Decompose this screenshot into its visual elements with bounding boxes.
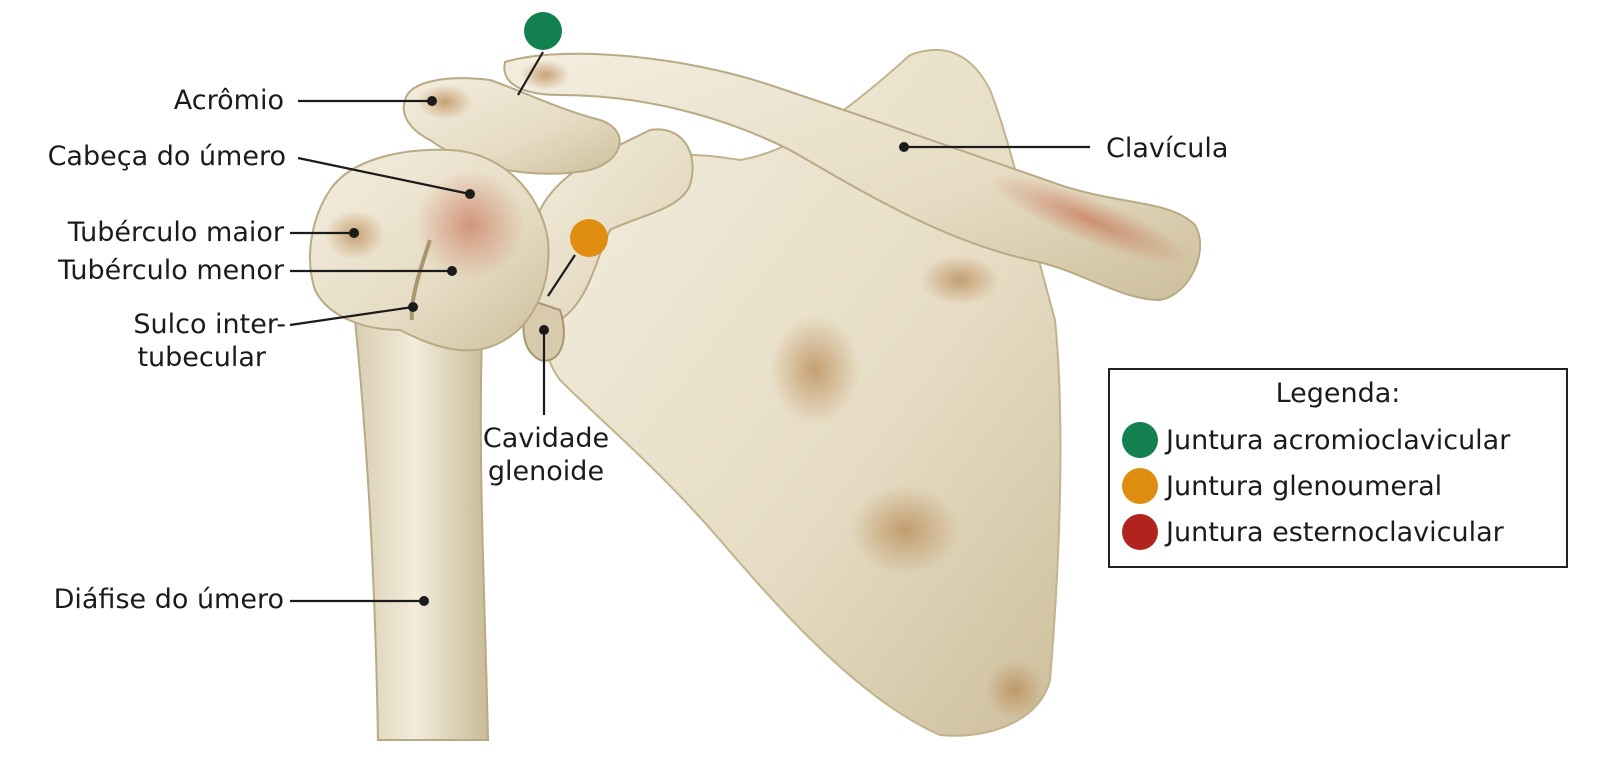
acromioclavicular-joint-marker [524,12,562,50]
endpoint-cavidade [539,325,549,335]
endpoint-diafise [419,596,429,606]
legend-item-acromioclavicular: Juntura acromioclavicular [1122,420,1510,460]
label-acromio: Acrômio [100,85,284,117]
legend-label-acromioclavicular: Juntura acromioclavicular [1166,425,1510,456]
label-diafise-do-umero: Diáfise do úmero [4,584,284,616]
legend-dot-glenoumeral [1122,468,1158,504]
label-tuberculo-menor: Tubérculo menor [4,255,284,287]
label-clavicula: Clavícula [1106,133,1228,165]
endpoint-tuberculo-maior [349,228,359,238]
label-sulco-line1: Sulco inter- [60,309,286,341]
glenohumeral-joint-marker [570,219,608,257]
label-cavidade-line2: glenoide [466,456,626,488]
legend-label-esternoclavicular: Juntura esternoclavicular [1166,517,1504,548]
legend-item-glenoumeral: Juntura glenoumeral [1122,466,1442,506]
label-tuberculo-maior: Tubérculo maior [4,217,284,249]
legend-dot-esternoclavicular [1122,514,1158,550]
legend-item-esternoclavicular: Juntura esternoclavicular [1122,512,1504,552]
label-cabeca-do-umero: Cabeça do úmero [4,141,286,173]
label-sulco-line2: tubecular [60,342,266,374]
endpoint-clavicula [899,142,909,152]
legend-box: Legenda: Juntura acromioclavicular Juntu… [1108,368,1568,568]
label-cavidade-line1: Cavidade [466,423,626,455]
legend-title: Legenda: [1110,378,1566,409]
endpoint-tuberculo-menor [447,266,457,276]
humerus-shaft-shape [355,320,488,740]
endpoint-sulco [408,302,418,312]
endpoint-cabeca [465,189,475,199]
legend-dot-acromioclavicular [1122,422,1158,458]
endpoint-acromio [427,96,437,106]
legend-label-glenoumeral: Juntura glenoumeral [1166,471,1442,502]
